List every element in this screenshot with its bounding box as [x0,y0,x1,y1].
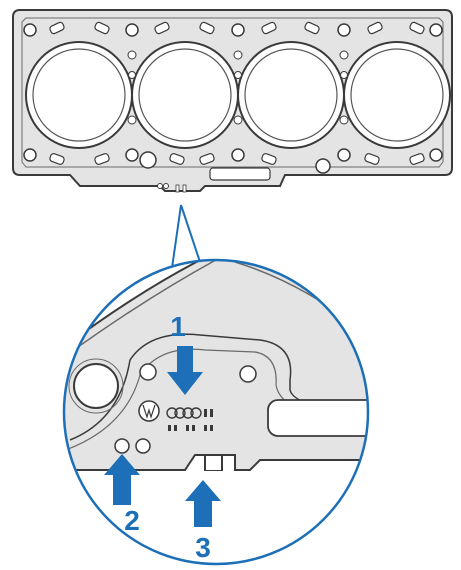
cylinder-bore-3 [237,41,345,149]
detail-gasket-body [64,260,368,471]
bolt-holes [23,23,443,174]
callout-label-3: 3 [195,532,211,563]
cylinder-bores [25,41,451,149]
arrow-2 [104,454,140,505]
identification-hole-1 [114,438,130,454]
callout-label-2: 2 [124,505,140,536]
id-tab-small [157,167,271,193]
arrow-1 [167,346,203,395]
arrow-3 [185,480,221,527]
head-gasket [12,9,453,193]
callout-arrows [104,346,221,527]
audi-rings-logo [166,407,202,419]
detail-magnifier [62,258,370,566]
part-number-marks [168,409,213,431]
identification-hole-2 [135,438,151,454]
identification-notch [205,455,222,470]
magnifier-pointer [171,204,201,269]
cylinder-bore-4 [343,41,451,149]
callout-label-1: 1 [170,311,186,342]
detail-bolt-hole [73,363,119,409]
cylinder-bore-2 [131,41,239,149]
magnifier-ring [62,258,370,566]
manufacturer-logo [138,400,160,422]
small-holes [127,50,349,125]
cylinder-bore-1 [25,41,133,149]
coolant-slots [49,21,425,165]
gasket-bead [21,17,444,168]
